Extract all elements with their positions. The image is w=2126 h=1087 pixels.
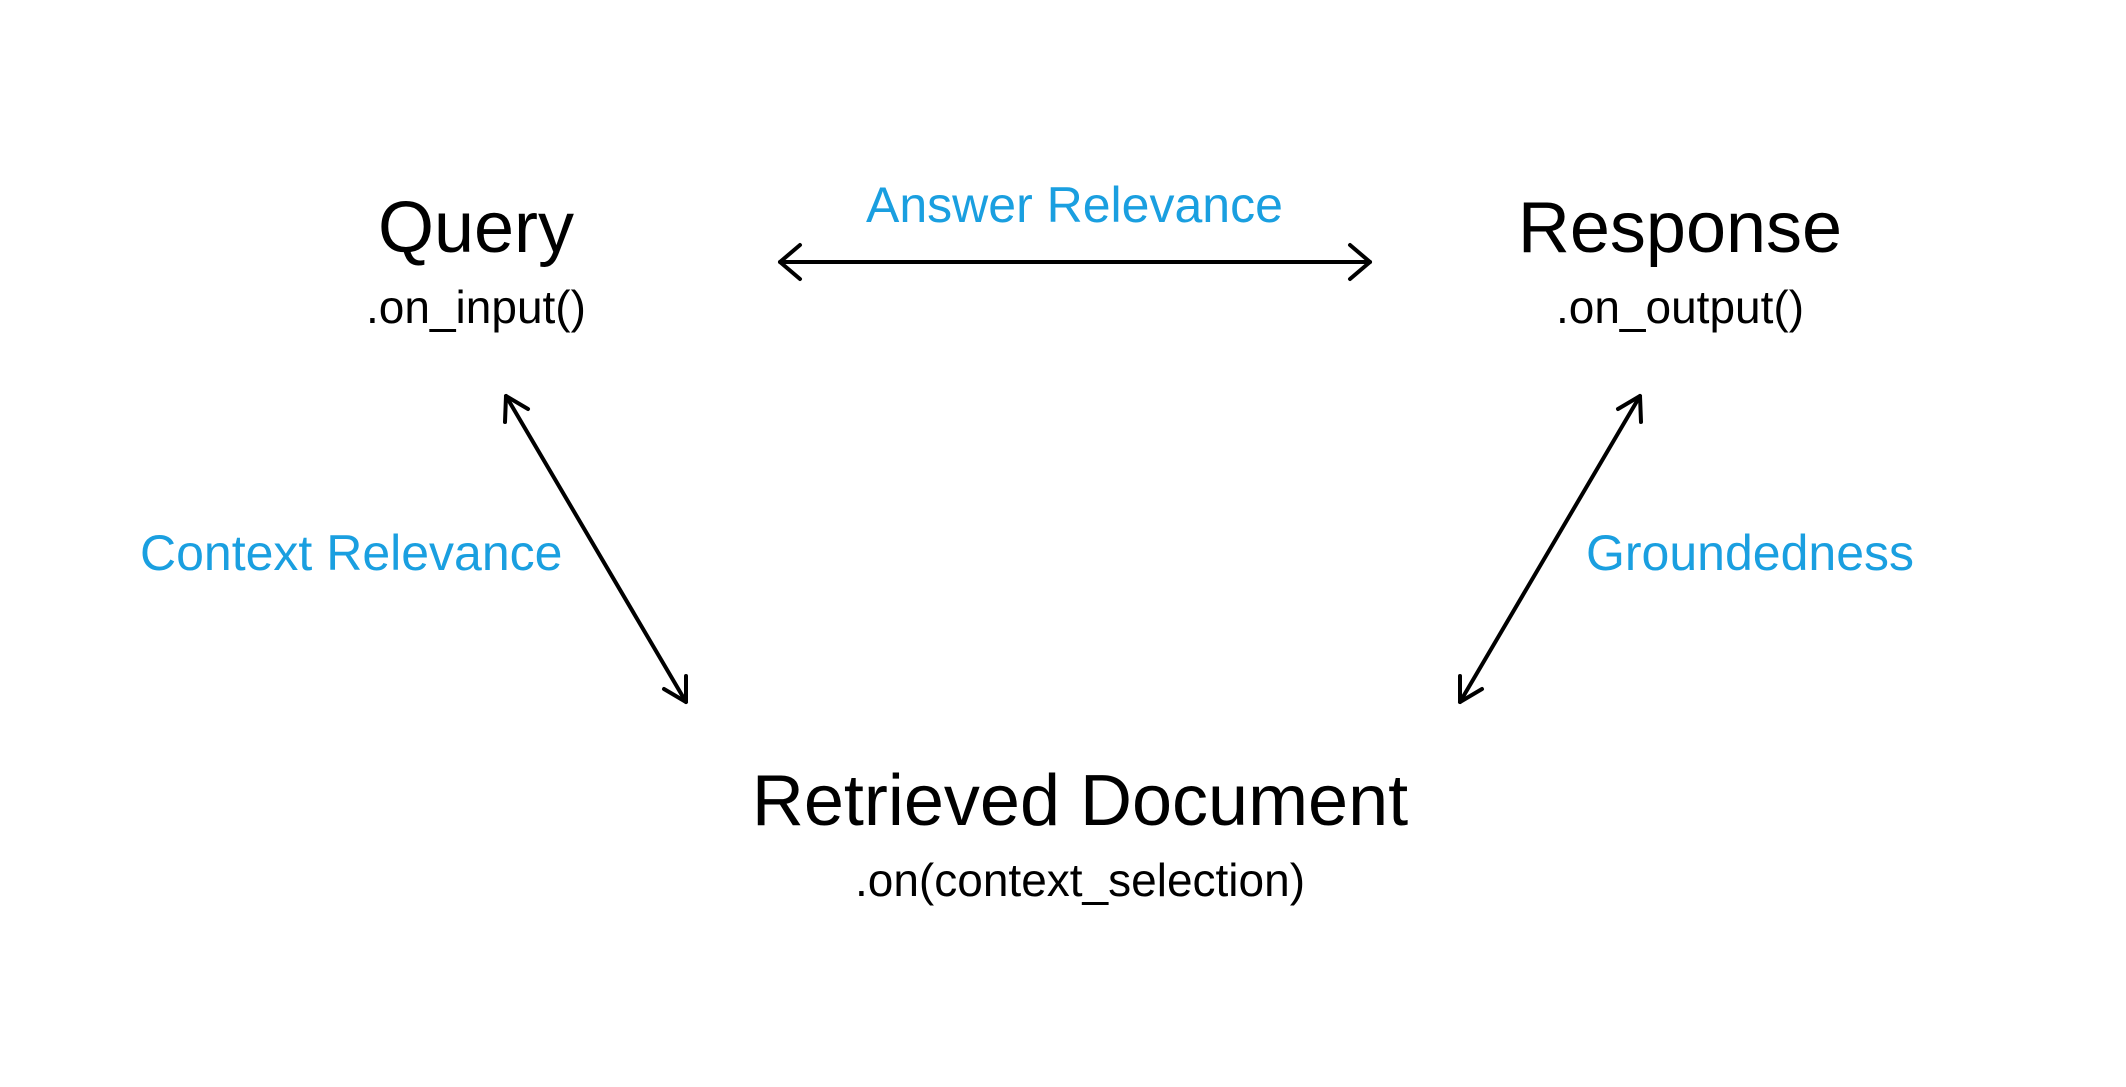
- groundedness-label: Groundedness: [1586, 525, 1915, 581]
- retrieved-document-title: Retrieved Document: [751, 761, 1409, 841]
- retrieved-document-node: Retrieved Document .on(context_selection…: [620, 765, 1540, 903]
- groundedness-arrow: [1458, 394, 1643, 704]
- arrow-group: [503, 243, 1643, 704]
- response-title: Response: [1517, 188, 1843, 268]
- context-relevance-arrow: [503, 394, 688, 704]
- answer-relevance-arrow: [778, 243, 1372, 281]
- query-node: Query .on_input(): [256, 192, 696, 330]
- response-method: .on_output(): [1555, 281, 1805, 333]
- query-method: .on_input(): [366, 281, 586, 333]
- response-node: Response .on_output(): [1420, 192, 1940, 330]
- answer-relevance-label: Answer Relevance: [866, 177, 1283, 233]
- query-title: Query: [377, 188, 575, 268]
- retrieved-document-method: .on(context_selection): [854, 854, 1306, 906]
- context-relevance-label: Context Relevance: [140, 525, 563, 581]
